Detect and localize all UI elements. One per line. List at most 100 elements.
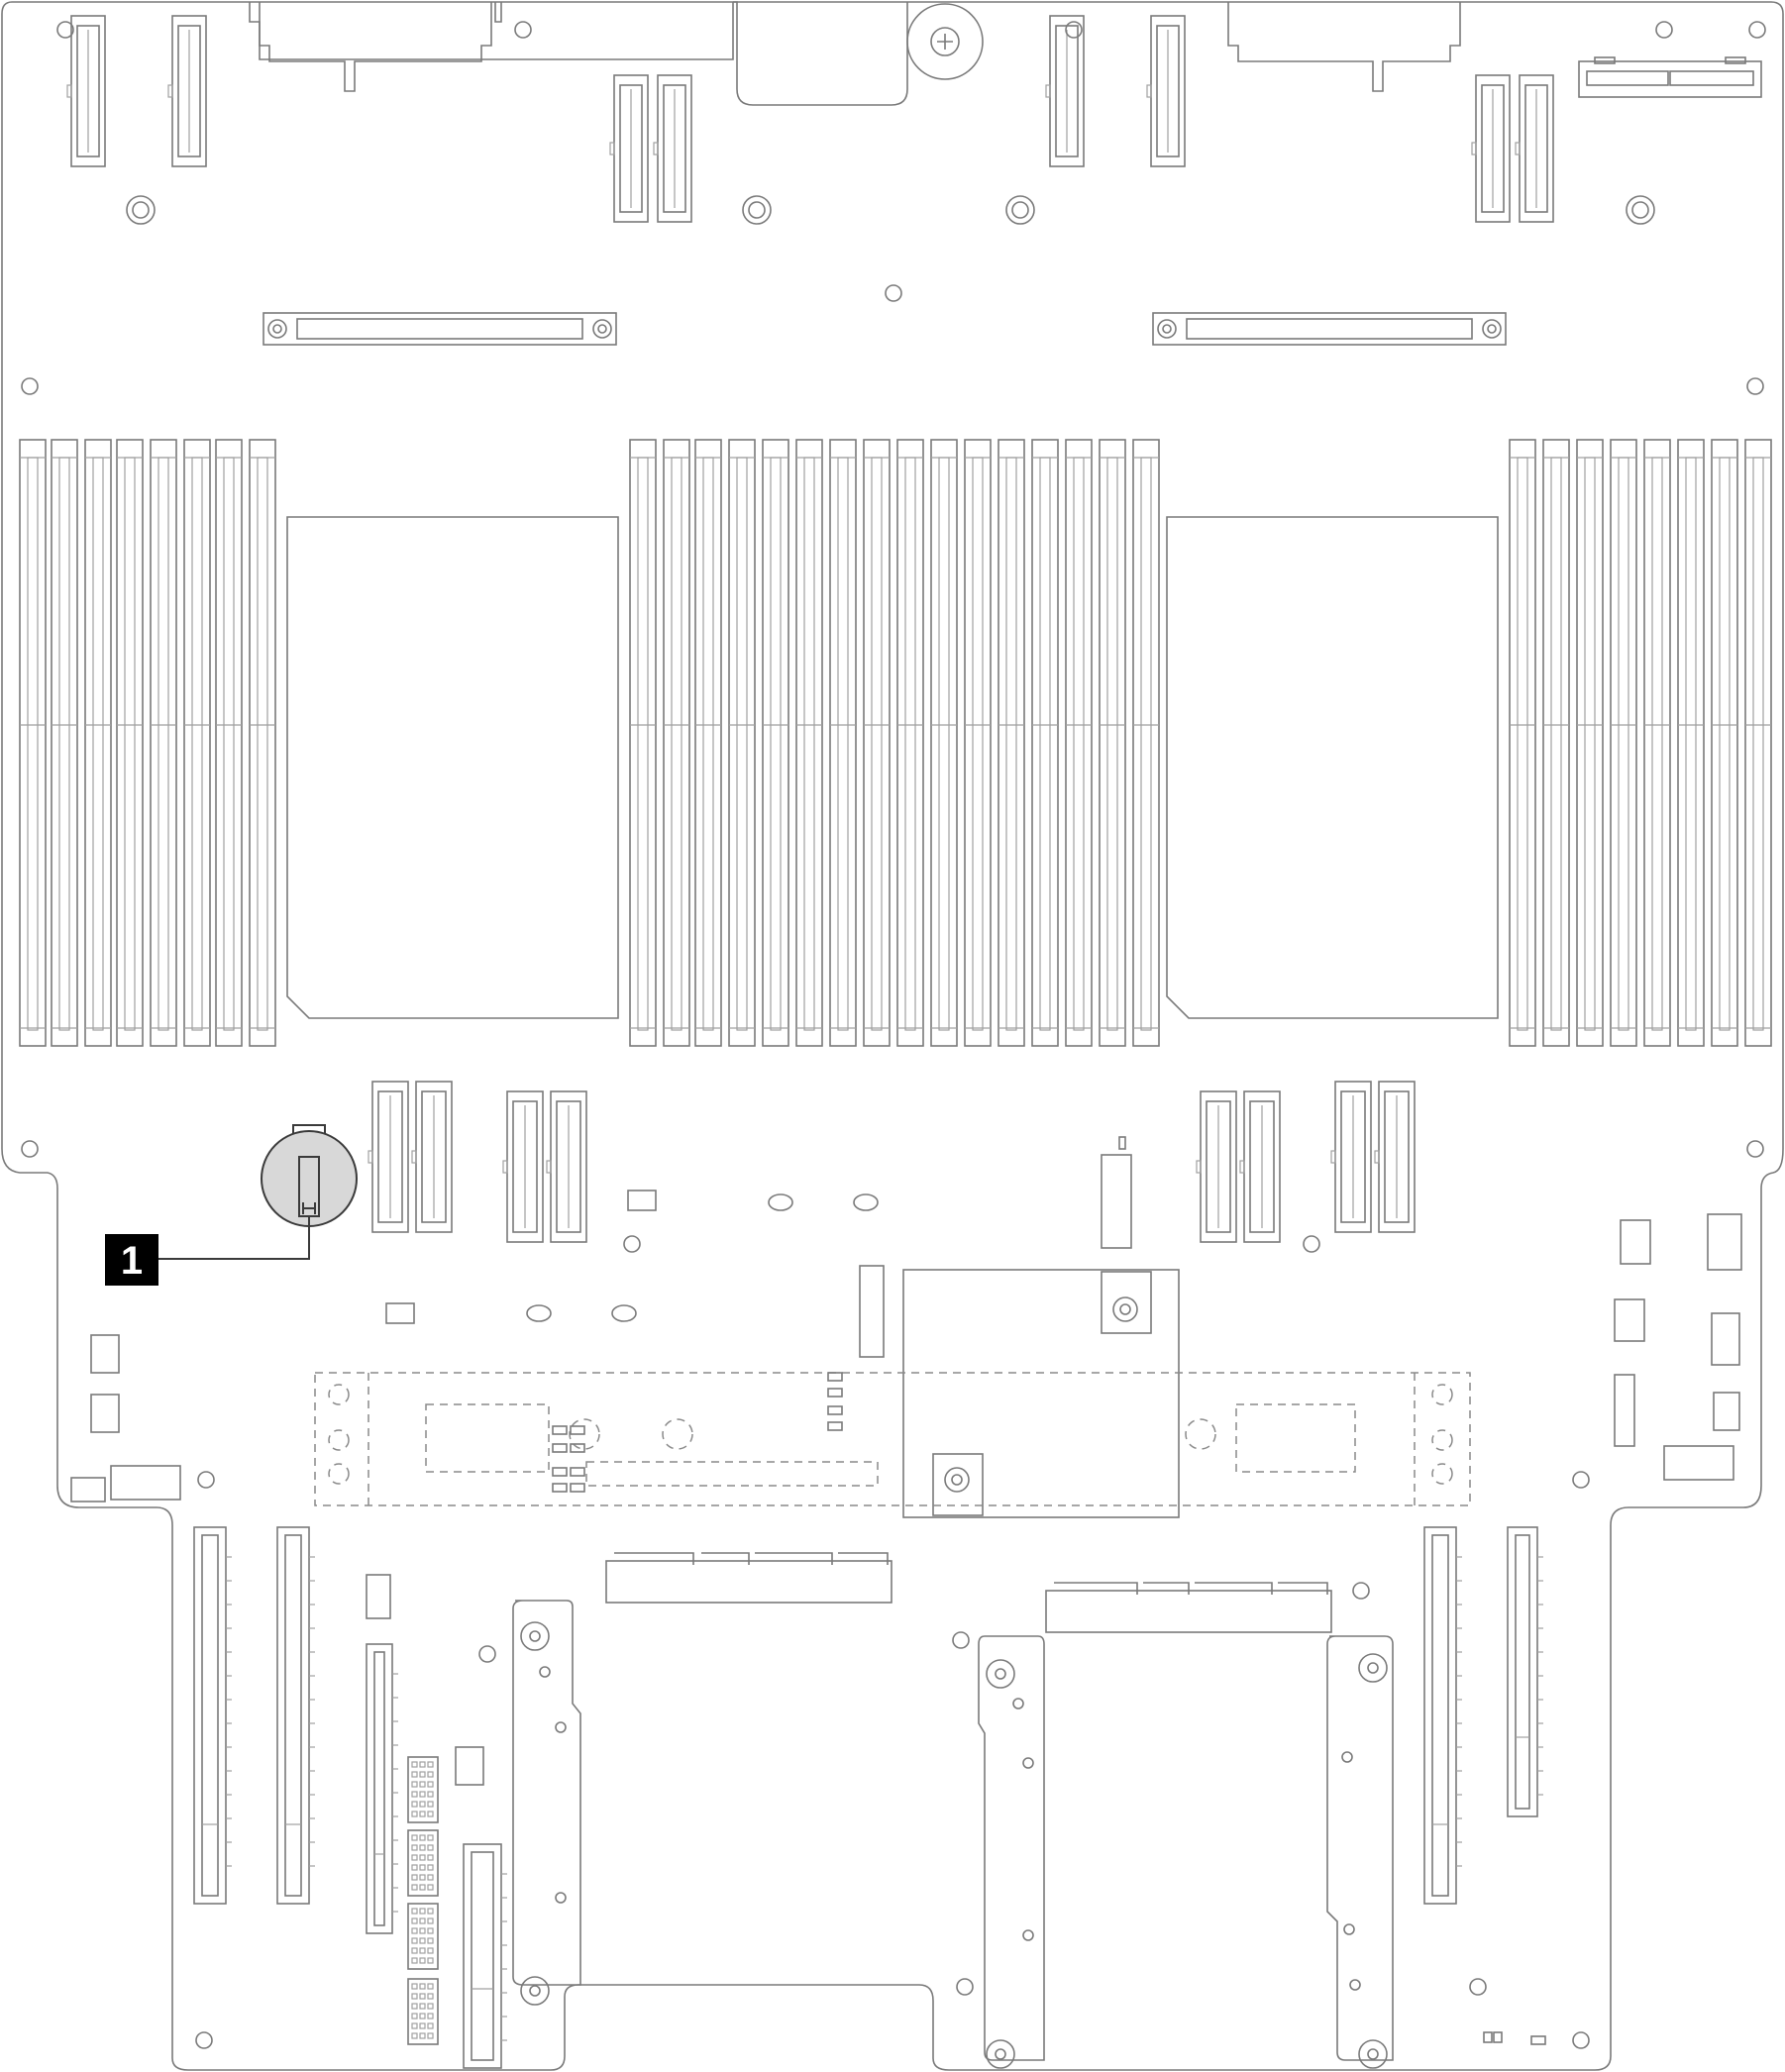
mounting-holes — [21, 21, 1766, 2049]
center-small-parts — [385, 1136, 1546, 2045]
pcie-slot — [193, 1526, 232, 1905]
mounting-hole — [623, 1235, 641, 1253]
top-left-bracket — [259, 2, 492, 92]
pcie-slot — [366, 1643, 398, 1934]
vertical-connector — [1374, 1081, 1416, 1233]
mounting-hole — [885, 284, 902, 302]
vertical-connector — [167, 15, 207, 167]
dimm-slot — [930, 439, 958, 1047]
dimm-slot — [1132, 439, 1160, 1047]
standoff-hole — [1626, 195, 1655, 225]
dimm-slot — [19, 439, 47, 1047]
dimm-slot — [249, 439, 276, 1047]
top-right-bracket — [1227, 2, 1461, 92]
mounting-hole — [478, 1645, 496, 1663]
mounting-hole — [21, 377, 39, 395]
dimm-slot — [1744, 439, 1772, 1047]
pin-header — [407, 1829, 439, 1897]
dimm-slot — [896, 439, 924, 1047]
dimm-slot — [694, 439, 722, 1047]
vertical-connector — [609, 74, 649, 223]
top-right-connector — [1578, 56, 1762, 98]
dimm-slot — [1099, 439, 1126, 1047]
mounting-hole — [1303, 1235, 1320, 1253]
vertical-connector — [1330, 1081, 1372, 1233]
pin-header — [407, 1756, 439, 1823]
vertical-connector — [1045, 15, 1085, 167]
mounting-hole — [1655, 21, 1673, 39]
processor-socket-2 — [1166, 516, 1499, 1019]
mounting-hole — [1352, 1582, 1370, 1600]
riser-bracket-right — [1326, 1635, 1394, 2069]
dimm-slot — [629, 439, 657, 1047]
mounting-hole — [1746, 377, 1764, 395]
dimm-slot — [116, 439, 144, 1047]
retention-bar-left — [262, 312, 617, 346]
mounting-hole — [1748, 21, 1766, 39]
dimm-slots — [19, 439, 1772, 1047]
mounting-hole — [514, 21, 532, 39]
standoff-hole — [1005, 195, 1035, 225]
pin-header — [407, 1978, 439, 2045]
dimm-slot — [998, 439, 1025, 1047]
standoff-hole — [126, 195, 156, 225]
dimm-slot — [1711, 439, 1738, 1047]
board-top-notch — [733, 1, 908, 106]
dimm-slot — [150, 439, 177, 1047]
left-side-components — [70, 1334, 484, 1786]
dimm-slot — [1576, 439, 1604, 1047]
right-side-components — [1614, 1213, 1742, 1481]
vertical-connector — [411, 1081, 453, 1233]
dimm-slot — [1065, 439, 1093, 1047]
callout-1: 1 — [105, 1216, 310, 1286]
vertical-connector — [66, 15, 106, 167]
mounting-hole — [1065, 21, 1083, 39]
mounting-hole — [195, 2031, 213, 2049]
vertical-connector — [1196, 1090, 1237, 1243]
dimm-slot — [215, 439, 243, 1047]
thumbscrew-icon — [906, 3, 984, 80]
mounting-hole — [56, 21, 74, 39]
pin-header — [407, 1903, 439, 1970]
dimm-slot — [663, 439, 690, 1047]
dimm-slot — [1509, 439, 1536, 1047]
vertical-connector — [1146, 15, 1186, 167]
vertical-connector — [546, 1090, 587, 1243]
mounting-hole — [956, 1978, 974, 1996]
center-module — [902, 1269, 1180, 1518]
dashed-module-area — [314, 1372, 1471, 1506]
rear-connector-left — [605, 1552, 892, 1604]
vertical-connector — [368, 1081, 409, 1233]
pcie-slot — [1423, 1526, 1462, 1905]
retention-bar-right — [1152, 312, 1507, 346]
processor-socket-1 — [286, 516, 619, 1019]
dimm-slot — [863, 439, 891, 1047]
mounting-hole — [1572, 1471, 1590, 1489]
connectors — [66, 15, 1554, 2069]
mounting-hole — [197, 1471, 215, 1489]
dimm-slot — [1031, 439, 1059, 1047]
riser-bracket-left — [512, 1600, 581, 2006]
dimm-slot — [1610, 439, 1637, 1047]
rear-connector-right — [1045, 1582, 1332, 1633]
dimm-slot — [762, 439, 789, 1047]
pcie-slot — [276, 1526, 315, 1905]
vertical-connector — [1471, 74, 1511, 223]
callout-label: 1 — [121, 1239, 143, 1283]
vertical-connector — [653, 74, 692, 223]
standoff-hole — [742, 195, 772, 225]
riser-bracket-center — [978, 1635, 1045, 2069]
mounting-hole — [21, 1140, 39, 1158]
vertical-connector — [1239, 1090, 1281, 1243]
dimm-slot — [1542, 439, 1570, 1047]
mounting-hole — [1746, 1140, 1764, 1158]
cmos-battery — [261, 1124, 358, 1227]
mounting-hole — [1572, 2031, 1590, 2049]
dimm-slot — [795, 439, 823, 1047]
mounting-hole — [1469, 1978, 1487, 1996]
dimm-slot — [51, 439, 78, 1047]
callout-badge — [105, 1234, 158, 1286]
mounting-hole — [952, 1631, 970, 1649]
vertical-connector — [1515, 74, 1554, 223]
